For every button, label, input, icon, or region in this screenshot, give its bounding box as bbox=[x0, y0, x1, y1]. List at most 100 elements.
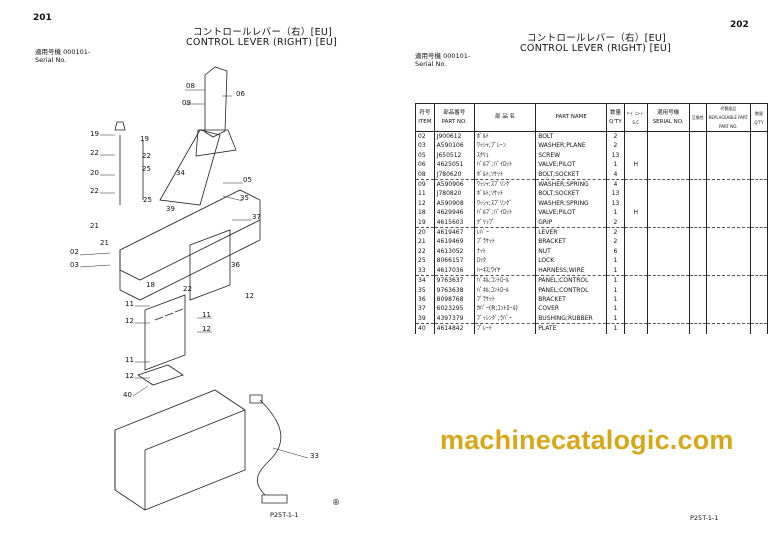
left-title-jp: コントロールレバー（右）[EU] bbox=[193, 27, 333, 38]
cell-sc bbox=[623, 256, 648, 266]
cell-item: 36 bbox=[415, 294, 435, 305]
cell-item: 39 bbox=[415, 313, 435, 325]
cell-name-jp: ｸﾞﾘｯﾌﾟ bbox=[473, 217, 537, 229]
cell-qty: 1 bbox=[606, 294, 625, 305]
cell-item: 06 bbox=[415, 160, 435, 170]
cell-sc bbox=[623, 141, 648, 151]
cell-empty bbox=[646, 169, 690, 181]
cell-qty: 2 bbox=[606, 227, 625, 238]
cell-part-no: 4629946 bbox=[433, 208, 475, 218]
cell-empty bbox=[705, 285, 751, 295]
cell-sc bbox=[623, 323, 648, 334]
cell-empty bbox=[688, 179, 707, 190]
cell-empty bbox=[688, 227, 707, 238]
cell-qty: 2 bbox=[606, 131, 625, 142]
cell-sc bbox=[623, 246, 648, 257]
cell-empty bbox=[646, 237, 690, 247]
cell-empty bbox=[749, 265, 768, 277]
cell-qty: 1 bbox=[606, 323, 625, 334]
cell-part-name: WASHER;SPRING bbox=[535, 198, 608, 209]
cell-part-no: 4619467 bbox=[433, 227, 475, 238]
cell-qty: 1 bbox=[606, 313, 625, 325]
cell-empty bbox=[646, 275, 690, 286]
callout-03: 03 bbox=[70, 261, 79, 269]
cell-empty bbox=[646, 217, 690, 229]
cell-empty bbox=[749, 150, 768, 161]
cell-item: 37 bbox=[415, 304, 435, 314]
registered-mark-icon: ® bbox=[332, 498, 340, 507]
cell-empty bbox=[749, 246, 768, 257]
cell-empty bbox=[705, 217, 751, 229]
cell-part-no: 8066157 bbox=[433, 256, 475, 266]
cell-qty: 1 bbox=[606, 275, 625, 286]
cell-part-no: J650512 bbox=[433, 150, 475, 161]
cell-empty bbox=[705, 246, 751, 257]
cell-part-no: 4614842 bbox=[433, 323, 475, 334]
cell-part-no: 4617036 bbox=[433, 265, 475, 277]
cell-sc bbox=[623, 198, 648, 209]
cell-empty bbox=[688, 217, 707, 229]
cell-empty bbox=[646, 208, 690, 218]
callout-21b: 21 bbox=[100, 239, 109, 247]
cell-part-name: BOLT;SOCKET bbox=[535, 189, 608, 199]
cell-part-no: 8098768 bbox=[433, 294, 475, 305]
cell-empty bbox=[705, 313, 751, 325]
cell-empty bbox=[705, 131, 751, 142]
callout-22c: 22 bbox=[90, 187, 99, 195]
cell-empty bbox=[705, 275, 751, 286]
cell-item: 20 bbox=[415, 227, 435, 238]
cell-empty bbox=[646, 198, 690, 209]
cell-empty bbox=[688, 189, 707, 199]
cell-empty bbox=[646, 323, 690, 334]
cell-part-no: 4625051 bbox=[433, 160, 475, 170]
cell-empty bbox=[749, 227, 768, 238]
cell-name-jp: ﾊｰﾈｽ;ﾜｲﾔ bbox=[473, 265, 537, 277]
cell-part-name: GRIP bbox=[535, 217, 608, 229]
cell-sc bbox=[623, 294, 648, 305]
cell-name-jp: ﾊﾞﾙﾌﾞ;ﾊﾟｲﾛｯﾄ bbox=[473, 208, 537, 218]
cell-empty bbox=[705, 150, 751, 161]
cell-sc bbox=[623, 150, 648, 161]
cell-empty bbox=[705, 189, 751, 199]
left-page-number: 201 bbox=[33, 13, 52, 23]
cell-name-jp: ﾌﾞﾗｹｯﾄ bbox=[473, 294, 537, 305]
cell-empty bbox=[749, 141, 768, 151]
cell-empty bbox=[705, 141, 751, 151]
callout-05: 05 bbox=[243, 176, 252, 184]
right-footer-code: P25T-1-1 bbox=[690, 514, 719, 522]
callout-35: 35 bbox=[240, 194, 249, 202]
cell-empty bbox=[705, 179, 751, 190]
cell-item: 08 bbox=[415, 169, 435, 181]
cell-part-no: J780820 bbox=[433, 189, 475, 199]
cell-qty: 1 bbox=[606, 160, 625, 170]
callout-20: 20 bbox=[90, 169, 99, 177]
cell-name-jp: ﾜｯｼｬ;ｽﾌﾟﾘﾝｸﾞ bbox=[473, 179, 537, 190]
cell-empty bbox=[749, 275, 768, 286]
cell-empty bbox=[705, 237, 751, 247]
left-title-en: CONTROL LEVER (RIGHT) [EU] bbox=[186, 37, 338, 48]
cell-empty bbox=[688, 323, 707, 334]
cell-sc bbox=[623, 285, 648, 295]
cell-empty bbox=[688, 285, 707, 295]
cell-empty bbox=[749, 189, 768, 199]
cell-part-no: 4613052 bbox=[433, 246, 475, 257]
cell-item: 19 bbox=[415, 217, 435, 229]
right-page-number: 202 bbox=[730, 20, 749, 30]
cell-empty bbox=[688, 265, 707, 277]
left-footer-code: P25T-1-1 bbox=[270, 511, 299, 519]
callout-36: 36 bbox=[231, 261, 240, 269]
cell-empty bbox=[705, 294, 751, 305]
cell-item: 03 bbox=[415, 141, 435, 151]
